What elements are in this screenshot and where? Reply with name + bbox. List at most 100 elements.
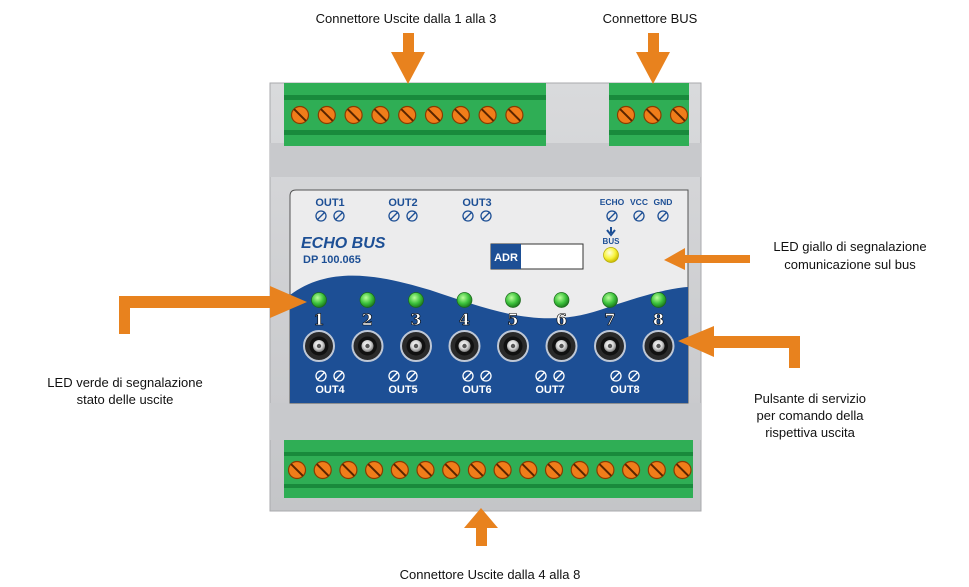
terminal-glyph-icon [657, 210, 669, 222]
terminal-screw-icon [313, 460, 332, 480]
terminal-screw-icon [570, 460, 589, 480]
service-button[interactable] [351, 330, 384, 362]
terminal-screw-icon [647, 460, 666, 480]
terminal-glyph-icon [315, 210, 327, 222]
terminal-screw-icon [544, 460, 564, 480]
callout-arrows [119, 33, 800, 546]
adr-label: ADR [494, 252, 518, 264]
channel-number: 5 [507, 310, 518, 329]
terminal-screw-icon [621, 460, 641, 480]
service-button[interactable] [642, 330, 675, 362]
terminal-screw-icon [519, 460, 538, 480]
arrow-button [678, 326, 800, 368]
terminal-screw-icon [424, 105, 444, 125]
bus-terminal-label: GND [654, 197, 673, 207]
model-text: DP 100.065 [303, 254, 361, 266]
channel-number: 7 [604, 310, 615, 329]
terminal-glyph-icon [480, 370, 492, 382]
channel-number: 6 [556, 310, 567, 329]
callout-button-line3: rispettiva uscita [765, 425, 855, 440]
led-green [650, 292, 667, 308]
terminal-glyph-icon [480, 210, 492, 222]
channel-number: 8 [653, 310, 664, 329]
terminal-screw-icon [673, 460, 692, 480]
terminal-glyph-icon [406, 370, 418, 382]
terminal-glyph-icon [315, 370, 327, 382]
led-green [359, 292, 376, 308]
callout-button-line2: per comando della [756, 408, 864, 423]
bottom-terminal-label: OUT5 [388, 384, 417, 396]
terminal-glyph-icon [406, 210, 418, 222]
terminal-glyph-icon [388, 370, 400, 382]
terminal-screw-icon [390, 460, 409, 480]
led-green [408, 292, 424, 308]
terminal-screw-icon [371, 105, 390, 125]
callout-button-line1: Pulsante di servizio [754, 391, 866, 406]
led-green [602, 292, 618, 308]
callout-top-bus: Connettore BUS [602, 11, 698, 26]
led-yellow [603, 247, 619, 263]
terminal-glyph-icon [553, 370, 565, 382]
terminal-screw-icon [317, 105, 336, 125]
terminal-screw-icon [365, 460, 384, 480]
channel-number: 2 [362, 310, 373, 329]
bus-label: BUS [603, 237, 621, 246]
bus-down-arrow-icon [606, 227, 616, 237]
terminal-screw-icon [344, 105, 363, 125]
led-green [311, 292, 327, 308]
channel-number: 4 [459, 310, 470, 329]
brand-text: ECHO BUS [301, 235, 386, 252]
arrow-top-bus [636, 33, 670, 84]
callout-led-green-line1: LED verde di segnalazione [47, 375, 203, 390]
bottom-terminal-label: OUT8 [610, 384, 639, 396]
terminal-glyph-icon [610, 370, 622, 382]
bottom-terminal-label: OUT7 [535, 384, 564, 396]
channel-number: 1 [313, 310, 324, 329]
top-terminal-label: OUT2 [388, 197, 417, 209]
led-green [505, 292, 521, 308]
terminal-glyph-icon [633, 210, 645, 222]
callout-led-yellow-line1: LED giallo di segnalazione [773, 239, 927, 254]
bus-terminal-label: ECHO [600, 197, 625, 207]
terminal-screw-icon [398, 105, 417, 125]
terminal-screw-icon [287, 460, 307, 480]
bottom-terminal-label: OUT4 [315, 384, 345, 396]
service-button[interactable] [594, 330, 626, 362]
panel-blue-wave [290, 275, 688, 403]
terminal-glyph-icon [333, 210, 345, 222]
service-button[interactable] [400, 330, 432, 362]
terminal-screw-icon [478, 105, 497, 125]
housing-top-band [270, 143, 701, 177]
arrow-top-outputs [391, 33, 425, 84]
terminal-screw-icon [442, 460, 461, 480]
bottom-terminal-label: OUT6 [462, 384, 491, 396]
top-terminal-label: OUT1 [315, 197, 344, 209]
terminal-screw-icon [505, 105, 524, 125]
service-button[interactable] [448, 330, 481, 362]
terminal-screw-icon [493, 460, 512, 480]
callout-top-outputs: Connettore Uscite dalla 1 alla 3 [315, 11, 497, 26]
terminal-glyph-icon [333, 370, 345, 382]
terminal-screw-icon [669, 105, 689, 125]
service-button[interactable] [545, 330, 578, 362]
terminal-glyph-icon [462, 370, 474, 382]
terminal-screw-icon [596, 460, 615, 480]
led-green [456, 292, 473, 308]
arrow-bottom-outputs [464, 508, 498, 546]
callout-led-green-line2: stato delle uscite [76, 392, 174, 407]
terminal-screw-icon [451, 105, 470, 125]
terminal-glyph-icon [388, 210, 400, 222]
terminal-screw-icon [339, 460, 358, 480]
terminal-glyph-icon [606, 210, 618, 222]
arrow-led-yellow [664, 248, 750, 270]
terminal-screw-icon [290, 105, 310, 125]
service-button[interactable] [303, 330, 335, 362]
terminal-glyph-icon [462, 210, 474, 222]
channel-number: 3 [410, 310, 421, 329]
service-button[interactable] [497, 330, 529, 362]
terminal-screw-icon [616, 105, 636, 125]
top-terminal-label: OUT3 [462, 197, 491, 209]
terminal-screw-icon [643, 105, 662, 125]
terminal-glyph-icon [535, 370, 547, 382]
